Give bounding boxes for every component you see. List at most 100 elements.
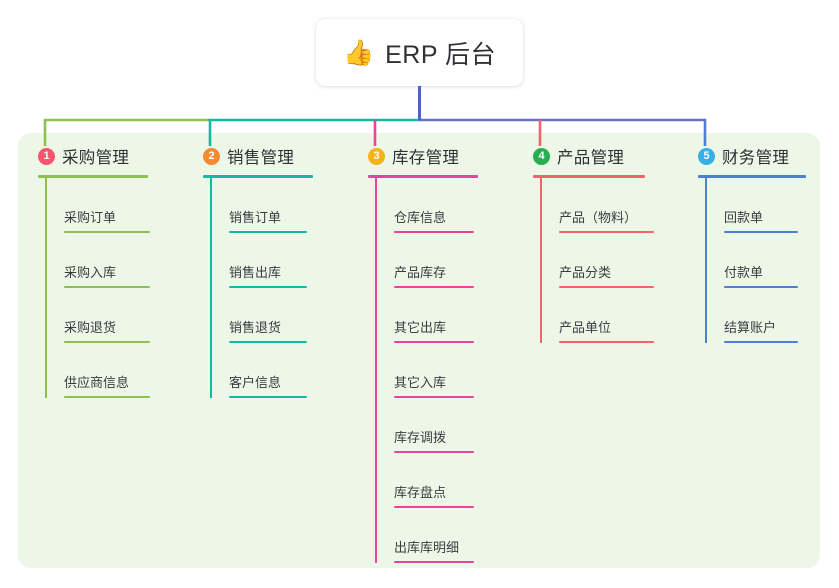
branch-item[interactable]: 库存盘点 [368,453,478,508]
branch-number-badge: 1 [38,147,55,165]
branch-item[interactable]: 产品（物料） [533,178,654,233]
branch-item[interactable]: 销售退货 [203,288,313,343]
branch-header-rule [698,175,806,178]
branch-item[interactable]: 库存调拨 [368,398,478,453]
branch-title: 财务管理 [722,149,790,167]
branch-column-1: 1 采购管理采购订单采购入库采购退货供应商信息 [38,144,150,398]
branch-item-label: 销售订单 [229,210,282,226]
branch-items: 仓库信息产品库存其它出库其它入库库存调拨库存盘点出库库明细 [368,178,478,563]
branch-item-rule [559,231,654,233]
branch-item-rule [394,561,474,563]
branch-item-rule [394,506,474,508]
branch-item-label: 回款单 [724,210,764,226]
branch-item-rule [394,396,474,398]
branch-items: 产品（物料） 产品分类产品单位 [533,178,654,343]
branch-item[interactable]: 结算账户 [698,288,806,343]
branch-spine [375,178,377,563]
branch-item-rule [724,286,798,288]
branch-number-badge: 5 [698,147,715,165]
branch-column-3: 3 库存管理仓库信息产品库存其它出库其它入库库存调拨库存盘点出库库明细 [368,144,478,563]
branch-spine [540,178,542,343]
branch-item-rule [394,451,474,453]
branch-item-rule [724,341,798,343]
branch-item[interactable]: 其它出库 [368,288,478,343]
branch-item-label: 仓库信息 [394,210,447,226]
branch-header-2[interactable]: 2 销售管理 [203,144,313,168]
thumbs-up-icon: 👍 [342,39,375,67]
branch-item[interactable]: 付款单 [698,233,806,288]
branch-item-rule [394,231,474,233]
branch-item[interactable]: 仓库信息 [368,178,478,233]
branch-items: 销售订单销售出库销售退货客户信息 [203,178,313,398]
branch-number-badge: 2 [203,147,220,165]
branch-item-rule [394,341,474,343]
branch-item-rule [559,341,654,343]
branch-item[interactable]: 出库库明细 [368,508,478,563]
branch-header-3[interactable]: 3 库存管理 [368,144,478,168]
branch-title: 库存管理 [392,149,460,167]
branch-item-label: 供应商信息 [64,375,130,391]
branch-spine [210,178,212,398]
branch-item-label: 客户信息 [229,375,282,391]
branch-item[interactable]: 产品分类 [533,233,654,288]
root-node[interactable]: 👍 ERP 后台 [316,19,523,86]
branch-item-rule [64,341,150,343]
root-node-title: ERP 后台 [385,40,497,69]
branch-item[interactable]: 产品库存 [368,233,478,288]
branch-header-rule [38,175,148,178]
branch-item-label: 采购订单 [64,210,117,226]
branch-number-badge: 3 [368,147,385,165]
branch-header-4[interactable]: 4 产品管理 [533,144,654,168]
branch-item-rule [724,231,798,233]
branch-item[interactable]: 采购退货 [38,288,150,343]
branch-column-4: 4 产品管理产品（物料） 产品分类产品单位 [533,144,654,343]
branch-item-label: 库存盘点 [394,485,447,501]
branch-title: 采购管理 [62,149,130,167]
branch-item-label: 结算账户 [724,320,777,336]
branch-item-label: 采购退货 [64,320,117,336]
branch-item-label: 销售出库 [229,265,282,281]
branch-item[interactable]: 采购订单 [38,178,150,233]
branch-item-rule [229,286,307,288]
branch-item-rule [229,396,307,398]
branch-items: 回款单付款单结算账户 [698,178,806,343]
diagram-panel [18,133,820,568]
branch-item-label: 产品（物料） [559,210,638,226]
branch-title: 销售管理 [227,149,295,167]
branch-column-5: 5 财务管理回款单付款单结算账户 [698,144,806,343]
branch-item[interactable]: 回款单 [698,178,806,233]
branch-item-label: 产品库存 [394,265,447,281]
branch-item-label: 销售退货 [229,320,282,336]
branch-item-rule [64,286,150,288]
branch-item-rule [229,231,307,233]
branch-item-label: 出库库明细 [394,540,460,556]
branch-item[interactable]: 其它入库 [368,343,478,398]
branch-item-rule [64,396,150,398]
branch-header-rule [533,175,645,178]
branch-items: 采购订单采购入库采购退货供应商信息 [38,178,150,398]
branch-title: 产品管理 [557,149,625,167]
branch-item-label: 产品分类 [559,265,612,281]
branch-item-rule [64,231,150,233]
branch-item[interactable]: 产品单位 [533,288,654,343]
branch-item-rule [229,341,307,343]
branch-item-label: 库存调拨 [394,430,447,446]
branch-header-1[interactable]: 1 采购管理 [38,144,150,168]
branch-item[interactable]: 供应商信息 [38,343,150,398]
branch-header-5[interactable]: 5 财务管理 [698,144,806,168]
branch-spine [45,178,47,398]
branch-column-2: 2 销售管理销售订单销售出库销售退货客户信息 [203,144,313,398]
branch-item-label: 其它入库 [394,375,447,391]
branch-item-rule [559,286,654,288]
branch-header-rule [203,175,313,178]
branch-number-badge: 4 [533,147,550,165]
branch-item[interactable]: 采购入库 [38,233,150,288]
branch-item[interactable]: 销售订单 [203,178,313,233]
branch-item-label: 产品单位 [559,320,612,336]
branch-item-label: 付款单 [724,265,764,281]
branch-item[interactable]: 销售出库 [203,233,313,288]
branch-header-rule [368,175,478,178]
branch-spine [705,178,707,343]
branch-item[interactable]: 客户信息 [203,343,313,398]
branch-item-label: 其它出库 [394,320,447,336]
